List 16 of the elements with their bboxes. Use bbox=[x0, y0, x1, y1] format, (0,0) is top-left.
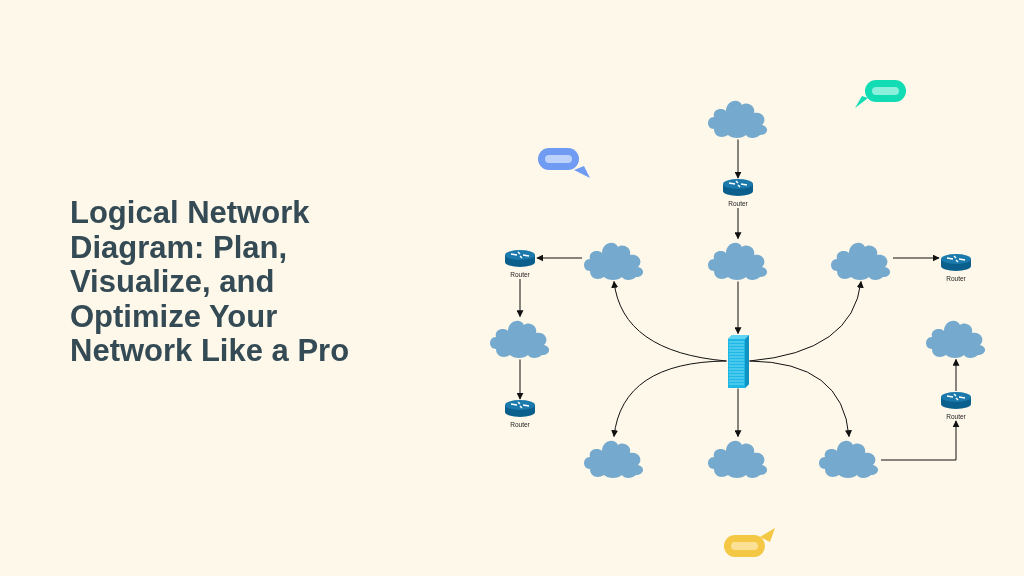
arrow bbox=[734, 281, 742, 335]
arrow bbox=[734, 207, 742, 240]
arrow bbox=[516, 278, 524, 318]
arrow bbox=[536, 254, 583, 262]
title: Logical Network Diagram: Plan, Visualize, and Optimize Your Network Like a Pro bbox=[70, 196, 351, 369]
arrow bbox=[734, 388, 742, 438]
arrow bbox=[749, 360, 852, 438]
arrow bbox=[734, 139, 742, 179]
arrow bbox=[952, 358, 960, 392]
arrow bbox=[611, 360, 727, 438]
arrow bbox=[611, 280, 727, 362]
server-icon bbox=[726, 333, 750, 389]
arrow bbox=[892, 254, 940, 262]
arrow bbox=[749, 280, 864, 362]
arrow bbox=[516, 359, 524, 400]
arrow bbox=[880, 420, 960, 461]
